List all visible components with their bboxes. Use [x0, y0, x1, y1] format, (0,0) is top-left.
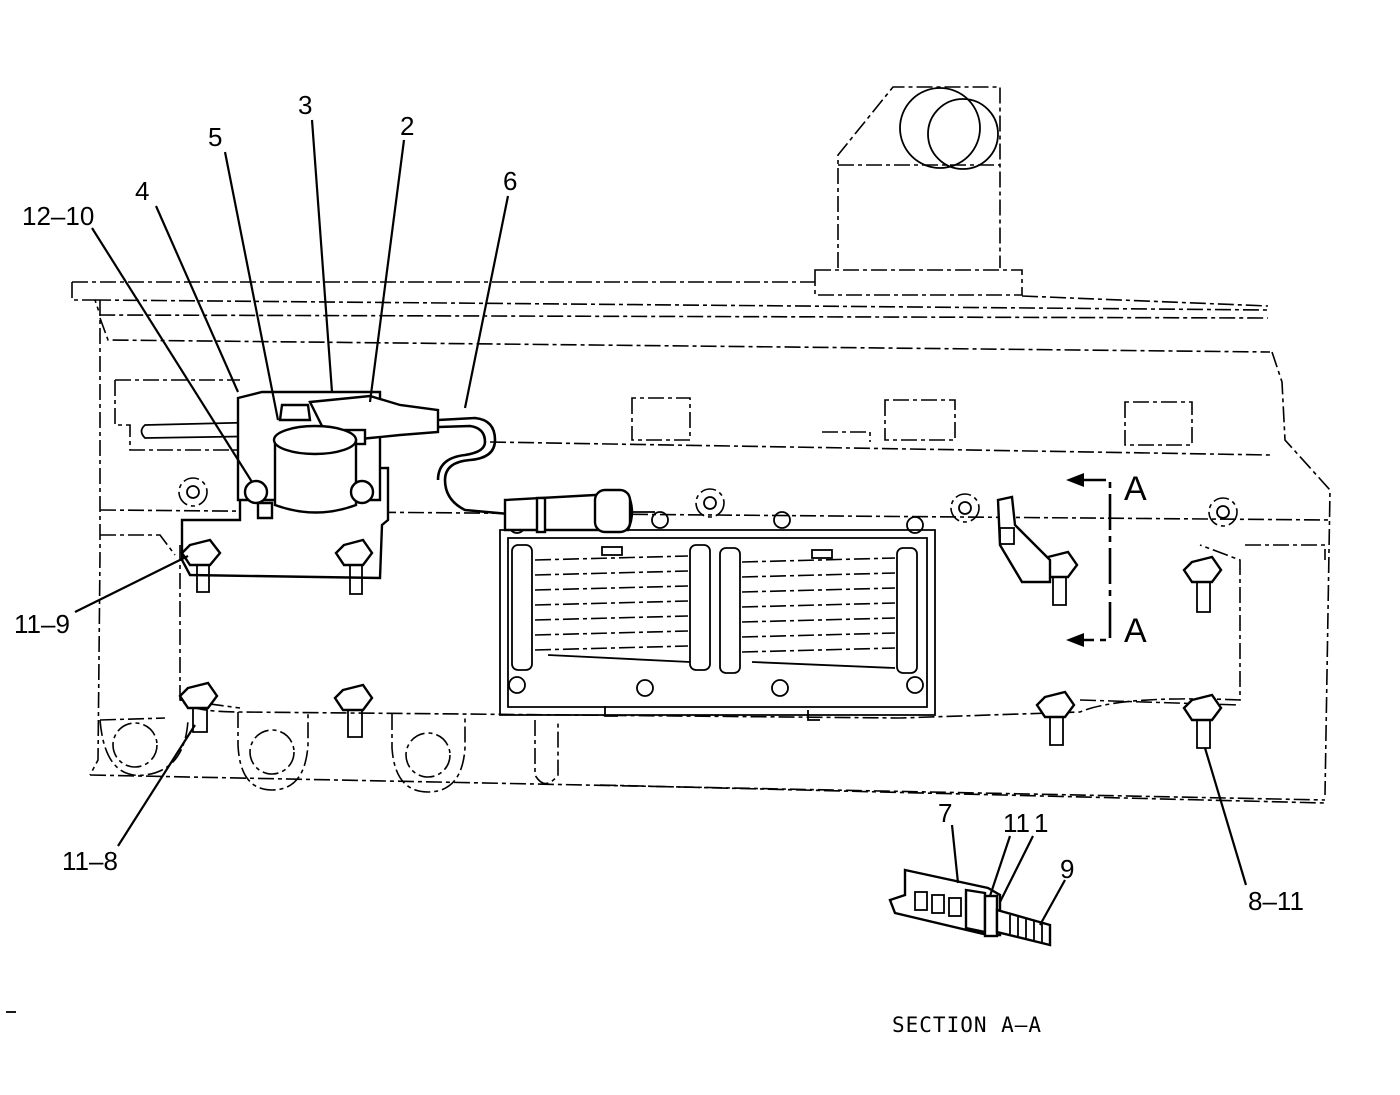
callout-9: 9 — [1060, 854, 1074, 884]
callout-labels: 3 2 5 6 4 12–10 11–9 11–8 8–11 7 11 1 9 — [14, 90, 1304, 916]
clip-bracket — [996, 495, 1052, 584]
callout-11-8: 11–8 — [62, 846, 118, 876]
callout-3: 3 — [298, 90, 312, 120]
callout-5: 5 — [208, 122, 222, 152]
section-title: SECTION A–A — [892, 1013, 1042, 1037]
section-cut-marker: A A — [1066, 470, 1147, 650]
leader-lines — [74, 119, 1248, 926]
aftercooler-core — [499, 511, 936, 721]
callout-2: 2 — [400, 111, 414, 141]
callout-1: 1 — [1034, 808, 1048, 838]
callout-4: 4 — [135, 176, 149, 206]
section-marker-bottom-letter: A — [1124, 612, 1147, 650]
section-marker-top-letter: A — [1124, 470, 1147, 508]
callout-12-10: 12–10 — [22, 201, 94, 231]
callout-6: 6 — [503, 166, 517, 196]
sensor-bracket-assembly — [140, 390, 655, 580]
callout-7: 7 — [938, 798, 952, 828]
section-a-a-detail — [888, 868, 1052, 947]
callout-8-11: 8–11 — [1248, 886, 1304, 916]
callout-11-9: 11–9 — [14, 609, 70, 639]
callout-11-detail: 11 — [1003, 808, 1030, 838]
